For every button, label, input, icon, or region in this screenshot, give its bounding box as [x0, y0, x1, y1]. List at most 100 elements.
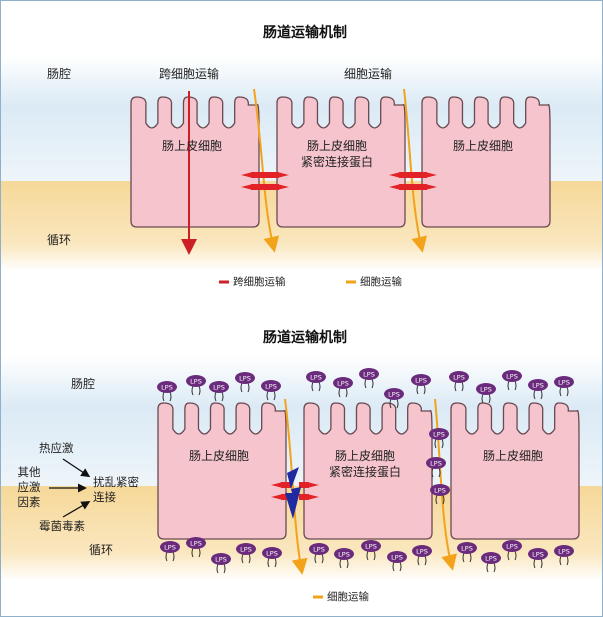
lightning-bolt-icon — [285, 467, 301, 519]
lps-label: LPS — [213, 384, 225, 392]
bottom-cell-1-label: 肠上皮细胞 — [188, 449, 249, 463]
lps-label: LPS — [485, 555, 497, 563]
lps-molecule: LPS — [412, 545, 432, 566]
lps-molecule: LPS — [306, 371, 326, 392]
lps-label: LPS — [313, 546, 325, 554]
lps-molecule: LPS — [426, 457, 446, 478]
lps-label: LPS — [239, 375, 251, 383]
lps-label: LPS — [415, 377, 427, 385]
lps-label: LPS — [161, 384, 173, 392]
mycotoxin-label: 霉菌毒素 — [39, 519, 85, 533]
lps-molecule: LPS — [502, 540, 522, 561]
lps-label: LPS — [532, 382, 544, 390]
paracellular-route-label: 细胞运输 — [344, 67, 393, 81]
lps-label: LPS — [506, 373, 518, 381]
lps-label: LPS — [434, 487, 446, 495]
lps-molecule: LPS — [457, 542, 477, 563]
lps-molecule: LPS — [211, 553, 231, 574]
lps-molecule: LPS — [429, 428, 449, 449]
lps-label: LPS — [453, 374, 465, 382]
top-epithelial-cell-2 — [276, 96, 406, 228]
lps-molecule: LPS — [528, 379, 548, 400]
bottom-cell-2-label: 肠上皮细胞 紧密连接蛋白 — [328, 449, 401, 479]
lps-molecule: LPS — [481, 552, 501, 573]
lps-molecule: LPS — [186, 375, 206, 396]
bottom-epithelial-cell-3 — [450, 402, 580, 540]
heat-stress-arrow — [62, 458, 91, 478]
mycotoxin-arrow — [62, 501, 91, 518]
disrupted-tight-junction — [271, 482, 319, 500]
lps-molecule: LPS — [449, 371, 469, 392]
lps-molecule: LPS — [309, 543, 329, 564]
lps-label: LPS — [558, 548, 570, 556]
lps-molecule: LPS — [554, 545, 574, 566]
lps-molecule: LPS — [359, 368, 379, 389]
bottom-blood-label: 循环 — [89, 543, 114, 557]
lps-molecule: LPS — [476, 383, 496, 404]
bottom-cells — [157, 402, 580, 540]
top-lumen-label: 肠腔 — [47, 67, 72, 81]
lps-label: LPS — [461, 545, 473, 553]
lps-molecule: LPS — [186, 537, 206, 558]
top-epithelial-cell-1 — [130, 96, 260, 228]
lps-label: LPS — [558, 379, 570, 387]
lps-molecule: LPS — [209, 381, 229, 402]
lps-label: LPS — [266, 550, 278, 558]
lps-molecule: LPS — [261, 380, 281, 401]
lps-label: LPS — [430, 460, 442, 468]
lps-molecule: LPS — [384, 388, 404, 409]
lps-molecule: LPS — [160, 541, 180, 562]
lps-label: LPS — [532, 551, 544, 559]
bottom-title: 肠道运输机制 — [263, 330, 347, 346]
lps-molecule: LPS — [387, 551, 407, 572]
top-cell-2-label: 肠上皮细胞 紧密连接蛋白 — [300, 139, 373, 169]
top-tight-junction-1 — [241, 172, 289, 190]
lps-label: LPS — [338, 551, 350, 559]
lps-label: LPS — [215, 556, 227, 564]
lps-molecule: LPS — [333, 377, 353, 398]
heat-stress-label: 热应激 — [39, 441, 74, 455]
top-cells — [130, 96, 551, 228]
lps-molecules: LPS LPS LPS LPS LPS LPS LPS LPS LPS LPS LPS LPS LPS L… — [157, 368, 574, 574]
top-epithelial-cell-3 — [421, 96, 551, 228]
lps-label: LPS — [190, 378, 202, 386]
lps-label: LPS — [433, 431, 445, 439]
lps-label: LPS — [388, 391, 400, 399]
bottom-epithelial-cell-2 — [303, 402, 433, 540]
lps-molecule: LPS — [430, 484, 450, 505]
lps-label: LPS — [310, 374, 322, 382]
lps-label: LPS — [363, 371, 375, 379]
lps-label: LPS — [265, 383, 277, 391]
lps-label: LPS — [480, 386, 492, 394]
lps-molecule: LPS — [502, 370, 522, 391]
legend-paracellular-label: 细胞运输 — [360, 276, 402, 288]
disrupt-tight-junction-label: 扰乱紧密 连接 — [93, 475, 139, 504]
lps-label: LPS — [337, 380, 349, 388]
lps-label: LPS — [164, 544, 176, 552]
legend-transcellular-label: 跨细胞运输 — [233, 276, 286, 288]
lps-label: LPS — [391, 554, 403, 562]
lps-molecule: LPS — [554, 376, 574, 397]
top-cell-3-label: 肠上皮细胞 — [452, 139, 513, 153]
lps-molecule: LPS — [411, 374, 431, 395]
top-tight-junction-2 — [389, 172, 437, 190]
other-stress-label: 其他 应激 因素 — [17, 465, 41, 509]
lps-label: LPS — [240, 546, 252, 554]
transcellular-route-label: 跨细胞运输 — [159, 67, 220, 81]
lps-label: LPS — [365, 543, 377, 551]
lps-label: LPS — [190, 540, 202, 548]
lps-molecule: LPS — [236, 543, 256, 564]
lps-molecule: LPS — [157, 381, 177, 402]
lps-label: LPS — [416, 548, 428, 556]
bottom-lumen-label: 肠腔 — [71, 377, 96, 391]
top-blood-label: 循环 — [47, 233, 72, 247]
bottom-epithelial-cell-1 — [157, 402, 287, 540]
top-title: 肠道运输机制 — [263, 25, 347, 41]
bottom-cell-3-label: 肠上皮细胞 — [482, 449, 543, 463]
lps-molecule: LPS — [528, 548, 548, 569]
lps-molecule: LPS — [361, 540, 381, 561]
lps-molecule: LPS — [334, 548, 354, 569]
lps-molecule: LPS — [235, 372, 255, 393]
